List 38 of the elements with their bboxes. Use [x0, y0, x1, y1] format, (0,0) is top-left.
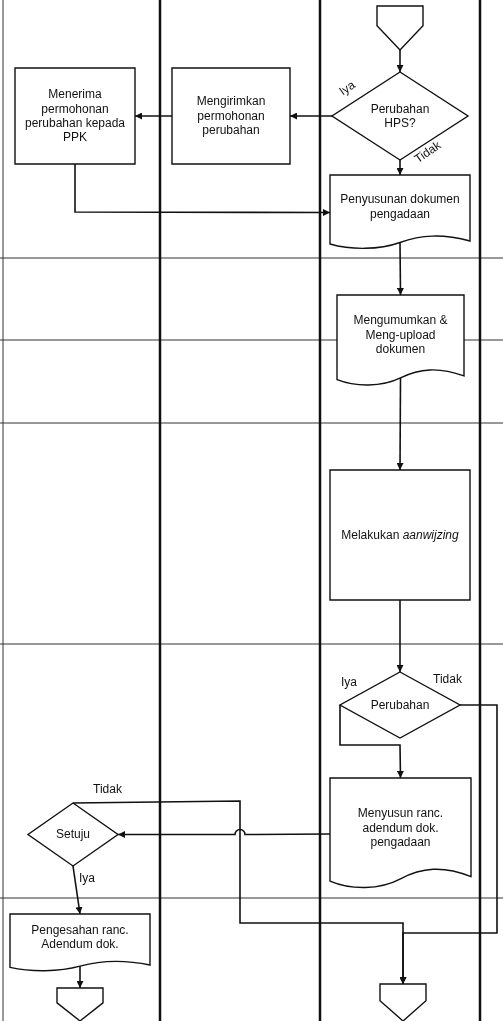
- document-shape: [337, 295, 464, 387]
- process-box: [172, 68, 290, 164]
- node-text: Melakukan aanwijzing: [341, 527, 459, 543]
- edge-label: Tidak: [92, 783, 123, 795]
- node-text: Perubahan HPS?: [369, 101, 431, 131]
- process-box: [15, 68, 135, 164]
- node-text: Pengesahan ranc. Adendum dok.: [30, 922, 130, 952]
- arrow: [396, 241, 404, 296]
- decision-diamond: [332, 72, 468, 160]
- off-page-connector: [380, 984, 426, 1021]
- arrow: [396, 49, 404, 73]
- edge-label: Iya: [340, 676, 358, 688]
- process-box: [330, 470, 470, 600]
- arrow: [396, 377, 404, 471]
- node-text: Menerima permohonan perubahan kepada PPK: [23, 87, 127, 145]
- node-text: Menyusun ranc. adendum dok. pengadaan: [356, 806, 445, 850]
- arrow: [396, 159, 404, 176]
- arrow: [74, 163, 331, 216]
- decision-diamond: [340, 672, 460, 738]
- node-text: Perubahan: [370, 697, 430, 713]
- node-text: Mengirimkan permohonan perubahan: [195, 94, 267, 138]
- decision-diamond: [28, 803, 118, 866]
- arrow: [339, 704, 404, 779]
- node-text: Mengumumkan & Meng-upload dokumen: [352, 313, 449, 357]
- edge-label: Tidak: [432, 673, 463, 685]
- off-page-connector: [57, 988, 103, 1021]
- arrow: [396, 599, 404, 673]
- off-page-connector: [377, 6, 423, 50]
- edge-label: Iya: [78, 872, 96, 884]
- arrow: [72, 800, 407, 985]
- arrow: [117, 828, 331, 838]
- document-shape: [10, 914, 150, 972]
- arrow: [72, 865, 83, 915]
- node-text: Penyusunan dokumen pengadaan: [339, 192, 461, 221]
- document-shape: [330, 778, 471, 890]
- document-shape: [330, 175, 470, 250]
- node-text: Setuju: [56, 827, 90, 842]
- arrow: [76, 965, 84, 989]
